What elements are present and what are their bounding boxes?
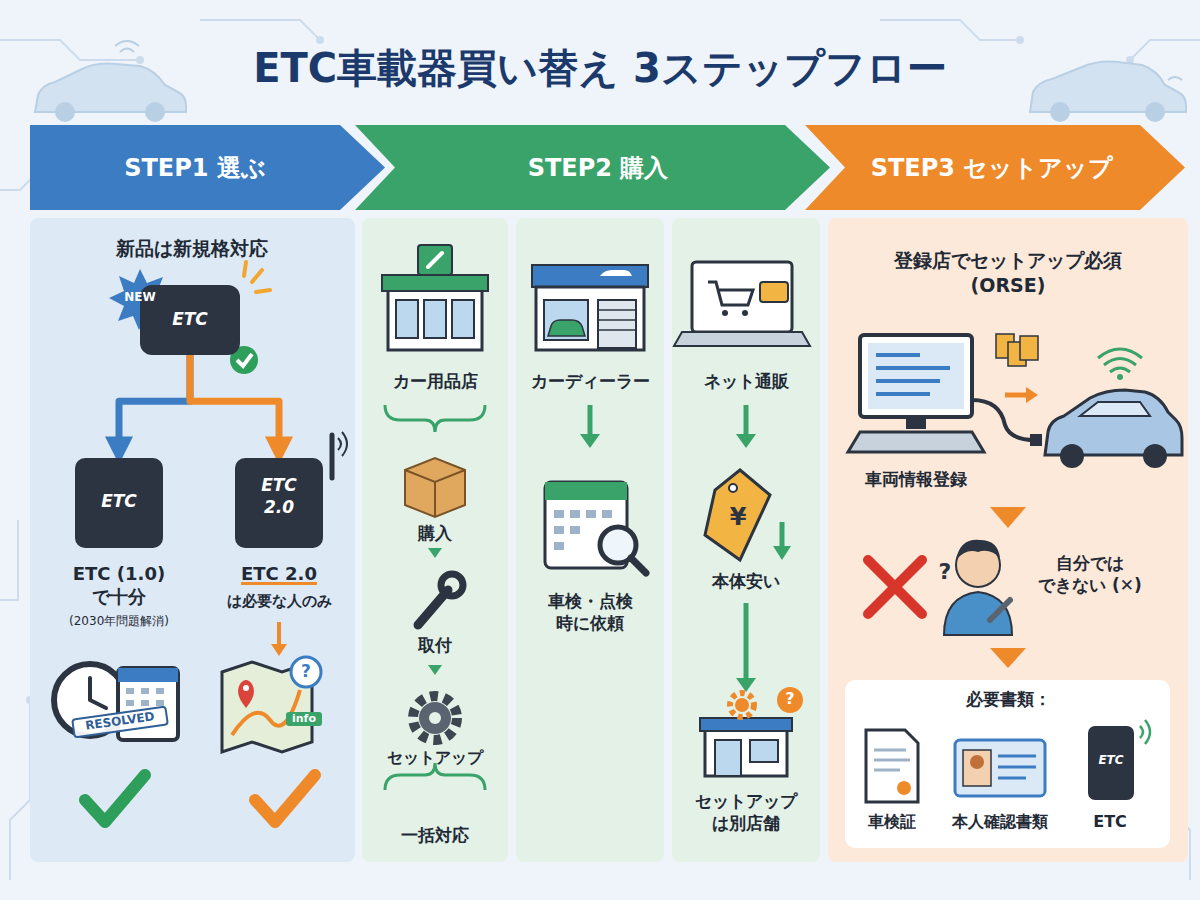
node-text: 購入 — [375, 522, 495, 544]
banner-arrow — [30, 125, 385, 210]
node-text: STEP3 セットアップ — [832, 153, 1152, 184]
node-text: 自分では できない (✕) — [1030, 552, 1150, 596]
info-tag: info — [286, 712, 322, 726]
node-text: ETC — [1080, 812, 1140, 833]
online-illustration — [672, 218, 820, 862]
step-panel: 新品は新規格対応 ETC ETC ETC 2.0 — [30, 218, 355, 862]
question-mark: ? — [296, 660, 316, 682]
node-text: 一括対応 — [370, 824, 500, 846]
option-text: ETC (1.0) で十分 — [59, 562, 179, 609]
dealer-illustration — [516, 218, 664, 862]
purchase-column: カー用品店購入取付セットアップ一括対応 — [362, 218, 508, 862]
stamp-text: RESOLVED — [71, 705, 169, 738]
etc-device: ETC — [1088, 726, 1134, 800]
etc-device: ETC — [75, 458, 163, 548]
documents-box: 必要書類： 車検証本人確認書類 ETC ETC — [845, 680, 1170, 848]
connector-arrow — [119, 355, 190, 456]
banner-arrow — [355, 125, 830, 210]
node-text: ETC — [79, 490, 159, 512]
node-text: 車検証 — [852, 812, 932, 833]
node-text: 必要書類： — [908, 688, 1108, 710]
banner-arrow — [805, 125, 1185, 210]
question-mark: ? — [780, 689, 800, 710]
node-text: 新品は新規格対応 — [42, 236, 342, 261]
node-text: 本人確認書類 — [940, 812, 1060, 833]
node-text: 車検・点検 時に依頼 — [530, 590, 650, 634]
node-text: ETC 2.0 — [249, 474, 309, 518]
step-banner: STEP2 購入 — [355, 125, 830, 210]
step-banner: STEP1 選ぶ — [30, 125, 385, 210]
node-text: 本体安い — [681, 570, 811, 592]
node-text: 登録店でセットアップ必須 (ORSE) — [873, 248, 1143, 297]
diagram-title: ETC車載器買い替え 3ステップフロー — [150, 42, 1050, 94]
connector-arrow — [190, 355, 279, 456]
node-text: STEP1 選ぶ — [45, 153, 345, 184]
node-text: ネット通販 — [676, 370, 816, 392]
price-symbol: ¥ — [723, 502, 753, 533]
note-text: (2030年問題解消) — [39, 614, 199, 630]
step-banner: STEP3 セットアップ — [805, 125, 1185, 210]
node-text: セットアップ — [365, 748, 505, 769]
node-text: ETC — [145, 308, 235, 330]
node-text: 取付 — [375, 634, 495, 656]
purchase-column: カーディーラー車検・点検 時に依頼 — [516, 218, 664, 862]
purchase-column: ネット通販本体安いセットアップ は別店舗 — [672, 218, 820, 862]
badge-text: NEW — [115, 290, 165, 306]
node-text: 車両情報登録 — [836, 468, 996, 490]
node-text: カーディーラー — [518, 370, 662, 392]
option-text: ETC 2.0 — [234, 562, 324, 585]
question-mark: ? — [935, 558, 955, 587]
setup-panel: 登録店でセットアップ必須 (ORSE) 車両情報登録自分では できない (✕) 必… — [828, 218, 1188, 862]
option-text: は必要な人のみ — [209, 592, 349, 612]
node-text: STEP2 購入 — [418, 153, 778, 184]
node-text: ETC — [1089, 753, 1133, 769]
etc2-device: ETC 2.0 — [235, 458, 323, 548]
node-text: カー用品店 — [365, 370, 505, 392]
node-text: セットアップ は別店舗 — [681, 790, 811, 834]
